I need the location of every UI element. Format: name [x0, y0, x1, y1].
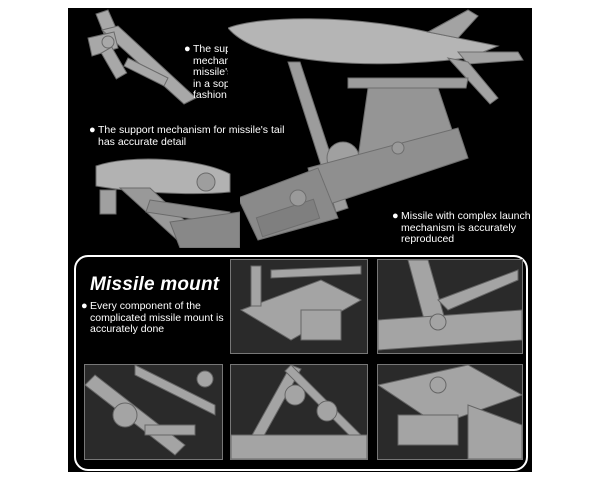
tail-support-text: The support mechanism for missile's tail… — [98, 124, 285, 148]
mount-detail-image-5 — [377, 364, 523, 460]
mount-description-text: Every component of the complicated missi… — [90, 300, 224, 335]
mount-description-callout: ● Every component of the complicated mis… — [81, 300, 230, 336]
product-detail-panel: ● The support mechanism for missile's no… — [68, 8, 532, 472]
nose-support-closeup-image — [78, 8, 198, 106]
mount-detail-image-2 — [377, 259, 523, 354]
launch-mechanism-text: Missile with complex launch mechanism is… — [401, 210, 531, 245]
missile-launcher-render — [228, 8, 532, 248]
bullet-icon: ● — [392, 210, 399, 222]
mount-detail-image-1 — [230, 259, 368, 354]
tail-support-callout: ● The support mechanism for missile's ta… — [89, 124, 298, 148]
mount-detail-image-3 — [84, 364, 223, 460]
tail-support-closeup-image — [90, 152, 240, 248]
bullet-icon: ● — [89, 124, 96, 136]
bullet-icon: ● — [81, 300, 88, 312]
launch-mechanism-callout: ● Missile with complex launch mechanism … — [392, 210, 531, 246]
missile-mount-title: Missile mount — [90, 274, 220, 295]
bullet-icon: ● — [184, 43, 191, 55]
missile-mount-section-frame — [74, 255, 528, 471]
mount-detail-image-4 — [230, 364, 368, 460]
